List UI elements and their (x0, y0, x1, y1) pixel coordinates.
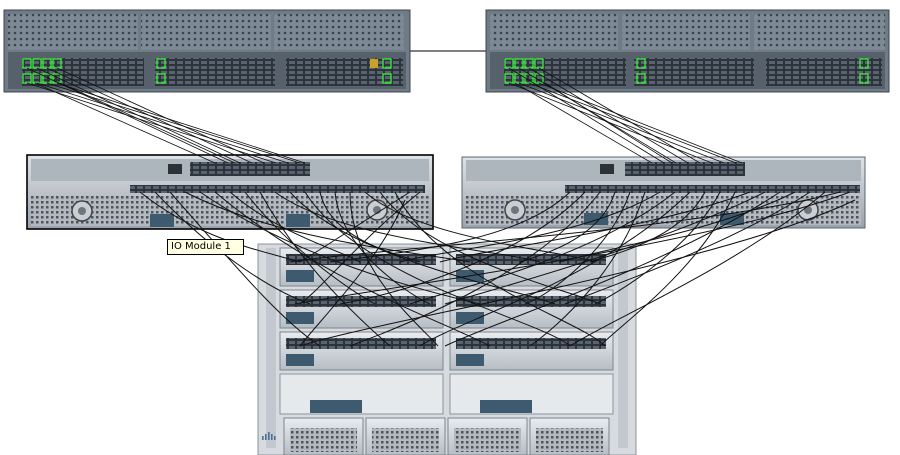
power-supply[interactable] (365, 417, 446, 455)
blade-server[interactable] (449, 331, 614, 371)
fabric-interconnect-a[interactable] (3, 9, 411, 93)
server-links-io-module-1 (139, 191, 606, 347)
fabric-interconnect-b[interactable] (485, 9, 890, 93)
io-module-2[interactable] (461, 156, 866, 229)
server-links-io-module-2 (289, 191, 856, 347)
power-supply[interactable] (283, 417, 364, 455)
blank-slot (279, 373, 444, 415)
power-supply[interactable] (447, 417, 528, 455)
blade-server[interactable] (279, 247, 444, 287)
cisco-logo-icon (262, 432, 276, 440)
power-supply[interactable] (529, 417, 610, 455)
blank-slot (449, 373, 614, 415)
blade-chassis[interactable] (257, 243, 637, 455)
io-module-1-tooltip: IO Module 1 (167, 239, 244, 255)
blade-server[interactable] (279, 331, 444, 371)
uplinks-fi-a-to-io-module-1 (26, 67, 306, 164)
uplinks-fi-b-to-io-module-2 (508, 67, 743, 164)
